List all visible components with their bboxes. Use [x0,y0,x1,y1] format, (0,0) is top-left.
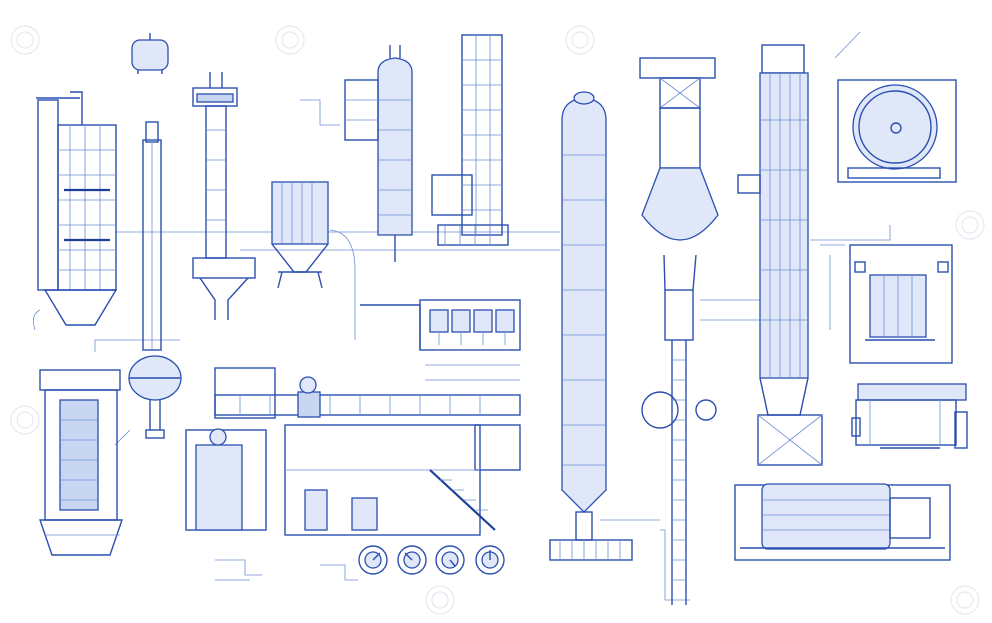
framed-structure [431,34,509,246]
tall-capsule-vessel [549,91,633,561]
process-platform [214,299,521,471]
horizontal-drum-detail [851,383,968,449]
heat-exchanger-detail [849,244,953,364]
reactor-column [344,45,413,262]
tall-distillation-column [737,44,823,466]
scaffold-tower-bottom-left [39,369,123,556]
column-with-platform [192,72,256,320]
front-view-vessel-panel [837,79,957,183]
spray-dryer-tower [639,57,719,605]
pump-array [429,309,515,345]
tall-flue-stack [142,121,162,351]
storage-tank-left [185,428,267,531]
horizontal-tank-base [734,483,951,561]
watermark-pattern [10,25,985,615]
scaffold-tower-top-left [36,91,118,326]
annotation-leaders [215,99,845,581]
hopper-silo [271,181,329,289]
small-top-tank [131,33,169,74]
base-skid-with-stairs [284,424,496,536]
spherical-separator [128,355,182,439]
piping-network [32,31,891,601]
gauge-dials [358,545,505,575]
